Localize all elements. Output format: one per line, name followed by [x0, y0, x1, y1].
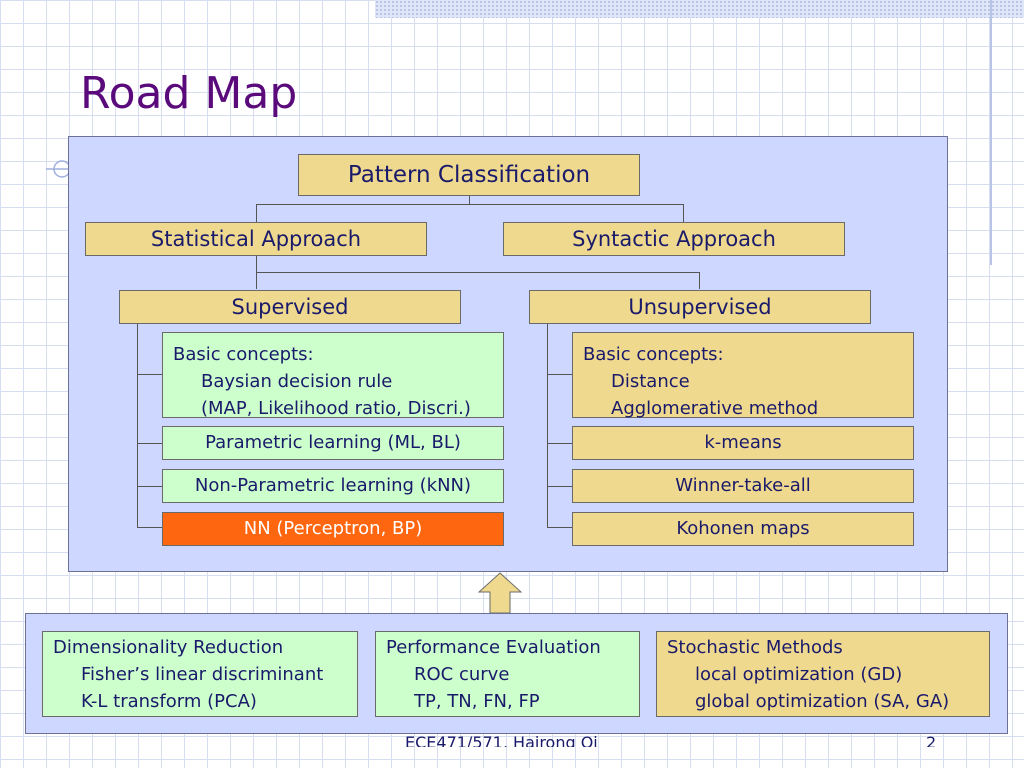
node-unsupervised: Unsupervised [529, 290, 871, 324]
right-decoration-line [990, 0, 992, 265]
box-performance-evaluation: Performance Evaluation ROC curve TP, TN,… [375, 631, 640, 717]
node-supervised: Supervised [119, 290, 461, 324]
up-arrow-icon [478, 572, 522, 614]
node-unsupervised-basic-concepts: Basic concepts: Distance Agglomerative m… [572, 332, 914, 419]
node-statistical-approach: Statistical Approach [85, 222, 427, 256]
basic-concepts-heading: Basic concepts: [173, 344, 314, 365]
box-line: TP, TN, FN, FP [414, 691, 540, 712]
node-pattern-classification: Pattern Classification [298, 154, 640, 196]
node-parametric-learning: Parametric learning (ML, BL) [162, 426, 504, 460]
footer-page-number: 2 [926, 733, 937, 747]
node-syntactic-approach: Syntactic Approach [503, 222, 845, 256]
basic-concepts-line: Distance [611, 371, 690, 392]
node-nonparametric-learning: Non-Parametric learning (kNN) [162, 469, 504, 503]
node-kmeans: k-means [572, 426, 914, 460]
top-decoration-band [375, 0, 1024, 18]
box-line: global optimization (SA, GA) [695, 691, 950, 712]
footer-course-label: ECE471/571, Hairong Qi [405, 733, 598, 747]
basic-concepts-line: (MAP, Likelihood ratio, Discri.) [201, 398, 471, 419]
box-line: ROC curve [414, 664, 510, 685]
basic-concepts-line: Agglomerative method [611, 398, 819, 419]
basic-concepts-heading: Basic concepts: [583, 344, 724, 365]
box-heading: Stochastic Methods [667, 637, 843, 658]
crosshair-icon [46, 160, 70, 178]
box-line: Fisher’s linear discriminant [81, 664, 324, 685]
box-dimensionality-reduction: Dimensionality Reduction Fisher’s linear… [42, 631, 358, 717]
node-supervised-basic-concepts: Basic concepts: Baysian decision rule (M… [162, 332, 504, 419]
node-kohonen-maps: Kohonen maps [572, 512, 914, 546]
box-heading: Performance Evaluation [386, 637, 601, 658]
basic-concepts-line: Baysian decision rule [201, 371, 393, 392]
node-winner-take-all: Winner-take-all [572, 469, 914, 503]
box-line: K-L transform (PCA) [81, 691, 257, 712]
box-heading: Dimensionality Reduction [53, 637, 284, 658]
node-nn-highlight: NN (Perceptron, BP) [162, 512, 504, 546]
box-stochastic-methods: Stochastic Methods local optimization (G… [656, 631, 990, 717]
box-line: local optimization (GD) [695, 664, 903, 685]
slide-title: Road Map [80, 68, 298, 119]
